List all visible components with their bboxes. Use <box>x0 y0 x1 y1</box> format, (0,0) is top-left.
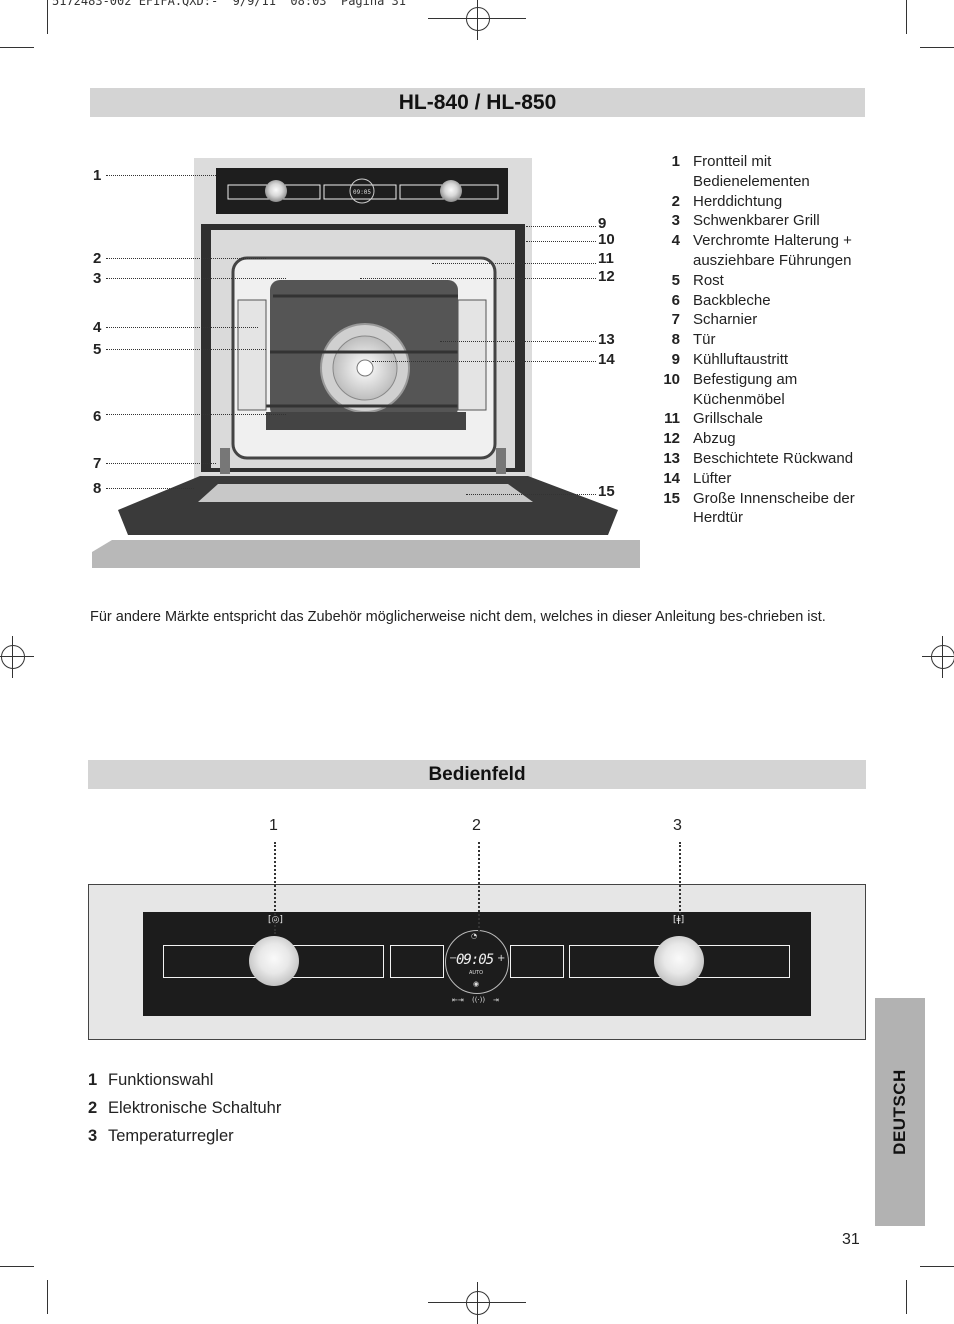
leader-line <box>478 842 480 932</box>
callout-1: 1 <box>93 167 102 184</box>
callout-10: 10 <box>598 231 615 248</box>
print-slug: 5172483-002 EFIFA.QXD:- 9/9/11 08:03 Pag… <box>52 0 407 8</box>
leader-line <box>466 494 596 495</box>
panel-callout-1: 1 <box>269 817 278 834</box>
timer-symbol-icon: ◔ <box>471 932 478 940</box>
clock-slot-right <box>510 945 564 978</box>
timer-display: 09:05 <box>456 952 494 968</box>
timer-mode: AUTO <box>469 970 484 976</box>
page-title: HL-840 / HL-850 <box>398 91 557 114</box>
bell-icon: ◉ <box>473 980 480 988</box>
figure-clock: 09:05 <box>353 189 371 196</box>
function-knob[interactable] <box>249 936 299 986</box>
leader-line <box>106 327 258 328</box>
callout-2: 2 <box>93 250 102 267</box>
callout-14: 14 <box>598 351 615 368</box>
leader-line <box>106 463 216 464</box>
oven-illustration: 09:05 <box>92 158 640 568</box>
callout-4: 4 <box>93 319 102 336</box>
timer-dial[interactable] <box>445 930 509 994</box>
temperature-knob[interactable] <box>654 936 704 986</box>
language-tab-label: DEUTSCH <box>890 1069 909 1155</box>
registration-mark-icon <box>457 1282 499 1324</box>
callout-11: 11 <box>598 250 614 267</box>
language-tab: DEUTSCH <box>875 998 925 1226</box>
thermometer-icon: [ǂ] <box>673 915 685 925</box>
page-number: 31 <box>842 1231 860 1248</box>
registration-mark-icon <box>457 0 499 40</box>
leader-line <box>372 361 596 362</box>
leader-line <box>106 414 286 415</box>
callout-7: 7 <box>93 455 102 472</box>
leader-line <box>106 349 266 350</box>
section-title: Bedienfeld <box>428 764 526 785</box>
leader-line <box>526 241 596 242</box>
crop-mark <box>920 47 954 48</box>
leader-line <box>679 842 681 914</box>
leader-line <box>432 263 596 264</box>
crop-mark <box>47 1280 48 1314</box>
crop-mark <box>0 1266 34 1267</box>
leader-line <box>106 175 216 176</box>
leader-line <box>106 258 266 259</box>
callout-12: 12 <box>598 268 615 285</box>
callout-9: 9 <box>598 215 607 232</box>
clock-slot-left <box>390 945 444 978</box>
panel-callout-3: 3 <box>673 817 682 834</box>
callout-15: 15 <box>598 483 615 500</box>
leader-line <box>526 226 596 227</box>
registration-mark-icon <box>0 636 34 678</box>
page-title-bar: HL-840 / HL-850 <box>90 88 865 117</box>
callout-5: 5 <box>93 341 102 358</box>
alarm-icon: ((·)) <box>472 996 486 1004</box>
leader-line <box>360 278 596 279</box>
leader-line <box>106 278 286 279</box>
end-time-icon: ⇥ <box>493 996 499 1004</box>
crop-mark <box>920 1266 954 1267</box>
callout-3: 3 <box>93 270 102 287</box>
leader-line <box>106 488 194 489</box>
registration-mark-icon <box>922 636 954 678</box>
callout-8: 8 <box>93 480 102 497</box>
plus-icon[interactable]: + <box>497 953 506 964</box>
panel-callout-2: 2 <box>472 817 481 834</box>
leader-line <box>274 842 276 934</box>
leader-line <box>440 341 596 342</box>
crop-mark <box>906 1280 907 1314</box>
crop-mark <box>906 0 907 34</box>
cooking-time-icon: ⇤⇥ <box>452 996 464 1004</box>
section-title-bar: Bedienfeld <box>88 760 866 789</box>
callout-13: 13 <box>598 331 615 348</box>
market-note: Für andere Märkte entspricht das Zubehör… <box>90 609 826 625</box>
crop-mark <box>47 0 48 34</box>
callout-6: 6 <box>93 408 102 425</box>
minus-icon[interactable]: − <box>449 953 458 964</box>
crop-mark <box>0 47 34 48</box>
